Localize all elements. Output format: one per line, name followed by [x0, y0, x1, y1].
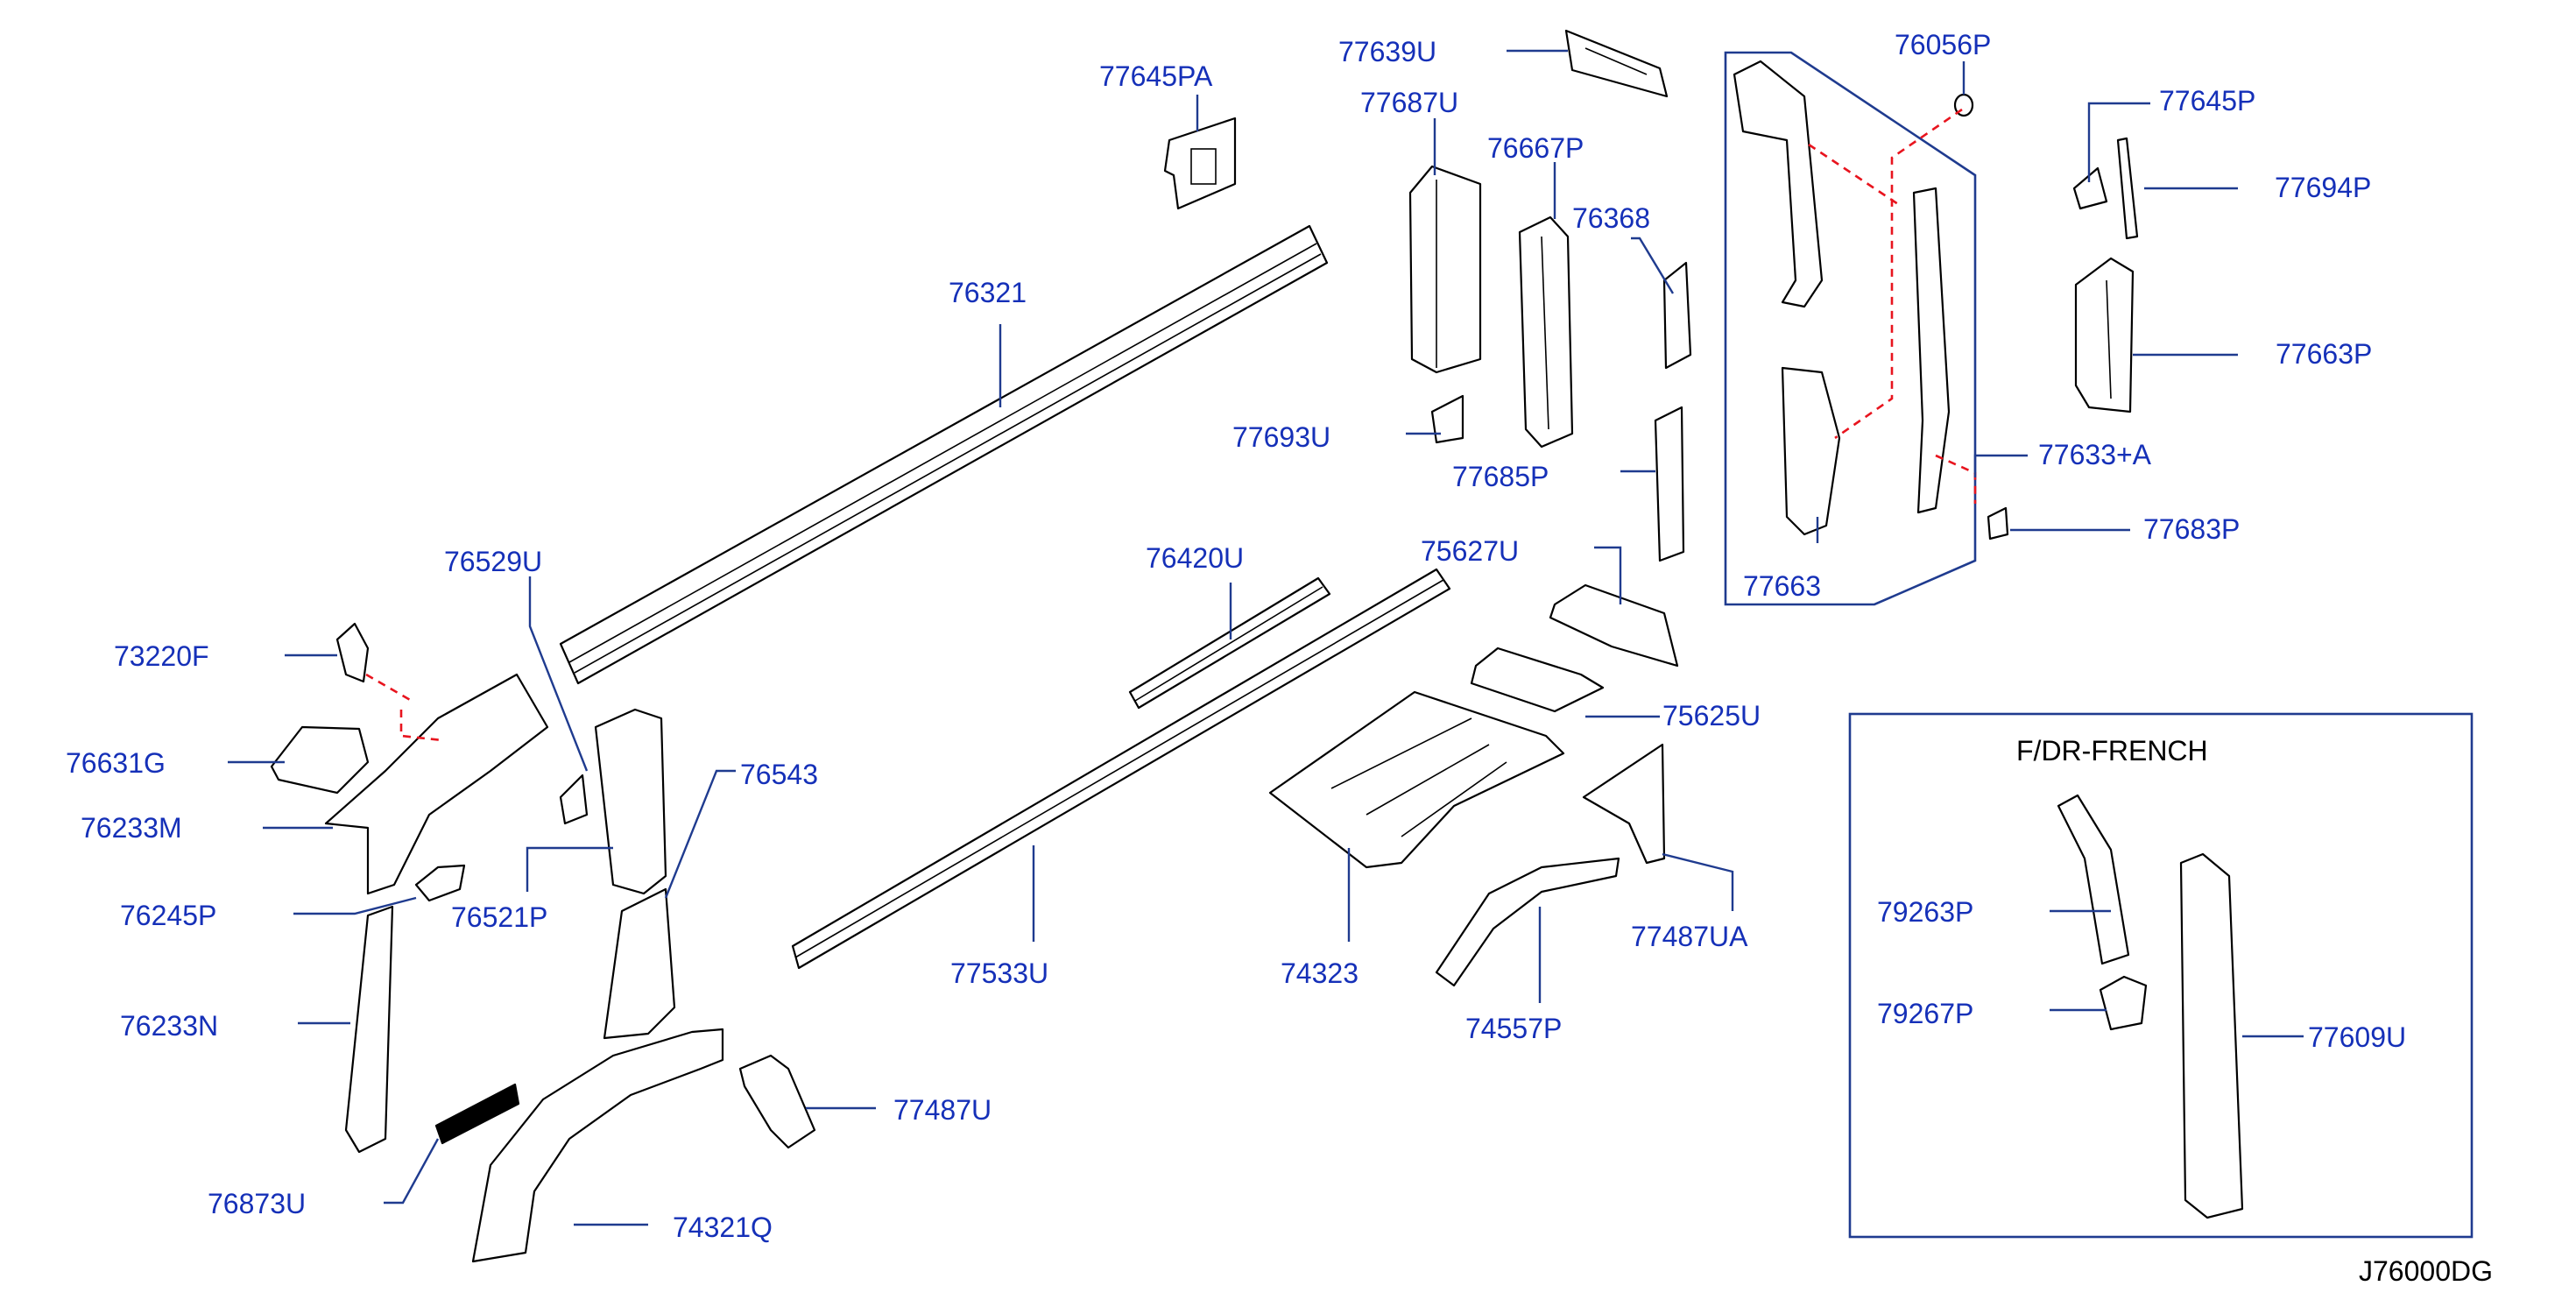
- part-77683p-shape: [1987, 506, 2009, 540]
- part-76245p-shape: [414, 864, 466, 902]
- label-77683p: 77683P: [2143, 513, 2240, 545]
- french-door-inset-box: [1848, 712, 2474, 1239]
- part-77533u-shape: [791, 568, 1451, 970]
- label-74321q: 74321Q: [673, 1212, 773, 1243]
- label-74323: 74323: [1281, 957, 1359, 989]
- label-76667p: 76667P: [1487, 132, 1584, 164]
- part-76529u-shape: [559, 774, 589, 825]
- label-73220f: 73220F: [114, 640, 209, 672]
- part-74557p-shape: [1435, 857, 1620, 987]
- label-76233n: 76233N: [120, 1010, 218, 1042]
- part-73220f-shape: [335, 622, 370, 683]
- part-77633a-group-shapes: [1733, 60, 1977, 536]
- part-79263p-shape: [2057, 794, 2130, 965]
- label-79263p: 79263P: [1877, 896, 1973, 928]
- label-76056p: 76056P: [1895, 29, 1991, 60]
- label-77645pa: 77645PA: [1099, 60, 1213, 92]
- label-76529u: 76529U: [444, 546, 542, 577]
- label-77694p: 77694P: [2275, 172, 2371, 203]
- label-77633a: 77633+A: [2038, 439, 2152, 470]
- leader-lines: [228, 49, 2304, 1226]
- label-76420u: 76420U: [1146, 542, 1244, 574]
- part-76233m-shape: [324, 673, 549, 895]
- label-77663p: 77663P: [2276, 338, 2372, 370]
- inset-title: F/DR-FRENCH: [2016, 735, 2208, 767]
- part-74323-shape: [1268, 690, 1565, 869]
- label-76631g: 76631G: [66, 747, 166, 779]
- label-76321: 76321: [949, 277, 1027, 308]
- part-77639u-shape: [1564, 29, 1669, 98]
- part-77685p-shape: [1654, 406, 1685, 562]
- label-77487ua: 77487UA: [1631, 921, 1748, 952]
- part-75627u-shape: [1549, 583, 1679, 668]
- part-77693u-shape: [1430, 394, 1464, 444]
- part-76521p-shape: [594, 708, 667, 895]
- part-76873u-shape: [434, 1083, 520, 1145]
- label-77663: 77663: [1743, 570, 1821, 602]
- diagram-code: J76000DG: [2359, 1255, 2493, 1287]
- label-77533u: 77533U: [950, 957, 1048, 989]
- part-76233n-shape: [344, 905, 394, 1154]
- part-76631g-shape: [270, 725, 370, 795]
- label-76873u: 76873U: [208, 1188, 306, 1219]
- label-76543: 76543: [740, 759, 818, 790]
- part-77609u-shape: [2179, 852, 2244, 1219]
- part-77663p-shape: [2074, 257, 2135, 413]
- side-panel-group-outline: [1724, 51, 1977, 606]
- label-77685p: 77685P: [1452, 461, 1549, 492]
- label-77609u: 77609U: [2308, 1021, 2406, 1053]
- part-76321-shape: [559, 224, 1329, 685]
- label-75625u: 75625U: [1662, 700, 1761, 731]
- label-79267p: 79267P: [1877, 998, 1973, 1029]
- part-76368-shape: [1662, 261, 1692, 370]
- part-76543-shape: [603, 887, 676, 1040]
- label-77645p: 77645P: [2159, 85, 2255, 117]
- part-76420u-shape: [1128, 576, 1331, 710]
- part-77687u-shape: [1408, 165, 1482, 374]
- label-77639u: 77639U: [1338, 36, 1436, 67]
- part-77487u-shape: [738, 1054, 816, 1149]
- part-77645pa-shape: [1163, 117, 1237, 210]
- label-77693u: 77693U: [1232, 421, 1330, 453]
- part-77645p-shape: [2072, 166, 2108, 210]
- label-77487u: 77487U: [893, 1094, 992, 1126]
- part-77487ua-shape: [1582, 743, 1666, 865]
- part-75625u-shape: [1470, 646, 1605, 713]
- label-76368: 76368: [1572, 202, 1650, 234]
- label-74557p: 74557P: [1465, 1013, 1562, 1044]
- label-77687u: 77687U: [1360, 87, 1458, 118]
- part-79267p-shape: [2099, 975, 2148, 1031]
- label-75627u: 75627U: [1421, 535, 1519, 567]
- part-77694p-shape: [2116, 137, 2139, 240]
- part-74321q-shape: [471, 1028, 724, 1263]
- label-76245p: 76245P: [120, 900, 216, 931]
- label-76233m: 76233M: [81, 812, 182, 844]
- label-76521p: 76521P: [451, 901, 547, 933]
- part-76667p-shape: [1518, 215, 1574, 449]
